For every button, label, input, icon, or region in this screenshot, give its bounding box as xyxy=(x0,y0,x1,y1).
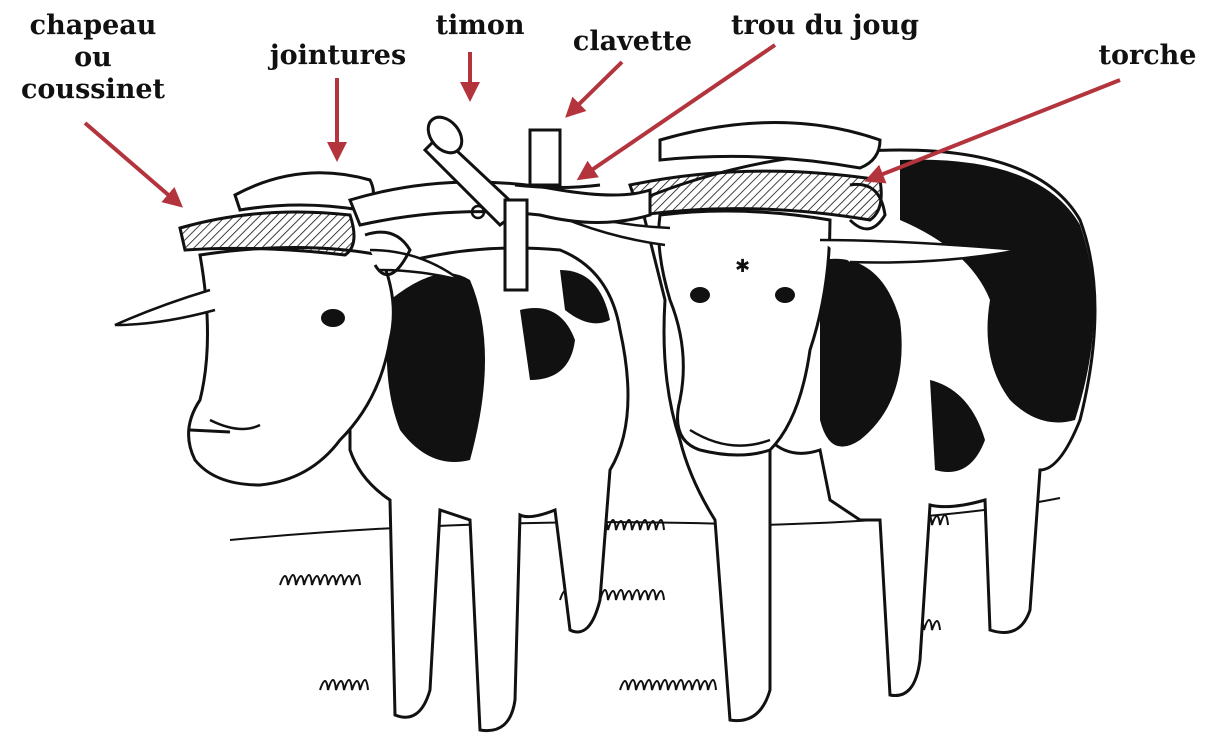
label-chapeau-line1: chapeau xyxy=(18,10,168,42)
label-clavette: clavette xyxy=(565,26,700,58)
label-chapeau-ou-coussinet: chapeau ou coussinet xyxy=(18,10,168,106)
svg-text:✱: ✱ xyxy=(735,256,750,277)
clavette xyxy=(530,130,560,185)
arrow-clavette xyxy=(568,62,622,115)
arrow-chapeau xyxy=(85,123,180,205)
label-chapeau-line3: coussinet xyxy=(18,74,168,106)
label-chapeau-line2: ou xyxy=(18,42,168,74)
ox-left xyxy=(115,173,628,731)
label-timon: timon xyxy=(430,10,530,42)
grass xyxy=(230,498,1060,690)
label-jointures: jointures xyxy=(258,40,418,72)
label-trou-du-joug: trou du joug xyxy=(720,10,930,42)
label-torche: torche xyxy=(1090,40,1205,72)
